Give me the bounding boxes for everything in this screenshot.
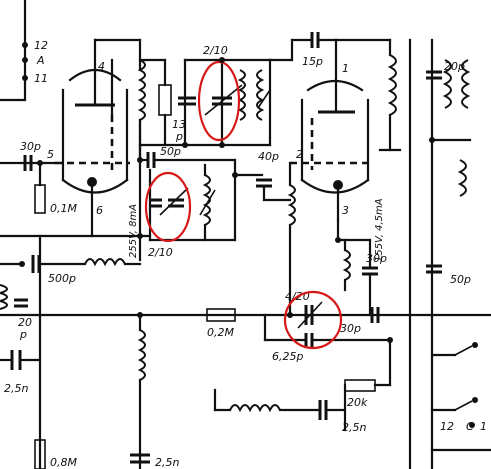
tube2-anode-coil: [378, 38, 402, 152]
component-label: 13: [172, 118, 186, 131]
component-label: 0,8M: [50, 456, 77, 469]
component-label: 2,5n: [4, 382, 28, 395]
component-label: 1: [480, 420, 487, 433]
tube1-pin-grid: 5: [47, 148, 54, 161]
tube-2: 1 2 3: [290, 38, 372, 222]
tube-1: 4 5 6: [47, 38, 130, 238]
tube1-voltage-label: 255V, 8mA: [128, 204, 139, 258]
tube2-pin-grid: 2: [296, 148, 303, 161]
component-label: p: [175, 130, 183, 143]
component-label: 6,25p: [272, 350, 303, 363]
cap-2-5n-left: 2,5n: [4, 350, 28, 395]
trimmer-4-20-network: 4/20 30p 6,25p: [263, 290, 392, 363]
highlight-trimmer-2-10-top: [197, 60, 241, 142]
tube1-pin-anode: 4: [98, 60, 105, 73]
junction-dots: [137, 57, 435, 343]
component-label: 500p: [48, 272, 76, 285]
component-label: 20k: [347, 396, 368, 409]
res-0-8m: 0,8M: [34, 439, 77, 469]
anode-resistor: [158, 84, 172, 116]
component-label: 20p: [444, 60, 465, 73]
highlight-trimmer-4-20: [283, 290, 343, 350]
terminal-strip-left: 12 A 11: [22, 39, 48, 85]
tube2-pin-cathode: 3: [342, 204, 349, 217]
component-label: 20: [18, 316, 32, 329]
cap-40p: 40p: [233, 150, 292, 202]
pin-a-label: A: [36, 54, 45, 67]
bandfilter-top: 2/10 13 p: [172, 44, 272, 147]
tube2-pin-anode: 1: [342, 62, 349, 75]
cap-500p-and-choke: 500p: [19, 255, 142, 285]
highlight-trimmer-2-10-mid: [144, 171, 192, 243]
coil-left-small: 20 p: [0, 284, 32, 341]
res-0-1m: 0,1M: [34, 160, 77, 215]
pin-11-label: 11: [34, 72, 48, 85]
choke-tube1: 2,5n: [130, 313, 179, 469]
cap-50p-mid: 50p: [138, 145, 237, 168]
component-label: 40p: [258, 150, 279, 163]
cap-15p: 15p: [268, 32, 392, 68]
tube2-voltage-label: 155V, 4,5mA: [374, 198, 385, 262]
bottom-feed-network: 20k 2,5n: [213, 338, 392, 434]
component-label: 15p: [302, 55, 323, 68]
component-label: 50p: [450, 273, 471, 286]
tube2-grid-coil: [287, 161, 296, 317]
component-label: p: [19, 328, 27, 341]
right-edge-section: 20p 50p 12 C 1: [408, 38, 491, 469]
component-label: 0,1M: [50, 202, 77, 215]
component-label: 50p: [160, 145, 181, 158]
component-label: 30p: [340, 322, 361, 335]
component-label: C: [466, 420, 474, 433]
tube1-pin-cathode: 6: [96, 204, 103, 217]
component-label: 2,5n: [155, 456, 179, 469]
component-label: 0,2M: [207, 326, 234, 339]
tube2-cathode-network: 30p: [336, 218, 387, 317]
cap-30p-left: 30p: [20, 140, 41, 171]
trimmer-2-10-mid-label: 2/10: [148, 246, 173, 259]
component-label: 30p: [20, 140, 41, 153]
component-label: 12: [440, 420, 454, 433]
pin-12-label: 12: [34, 39, 48, 52]
component-label: 2,5n: [342, 421, 366, 434]
component-label: 30p: [366, 252, 387, 265]
res-0-2m: 0,2M: [206, 308, 236, 339]
trimmer-2-10-top-label: 2/10: [203, 44, 228, 57]
